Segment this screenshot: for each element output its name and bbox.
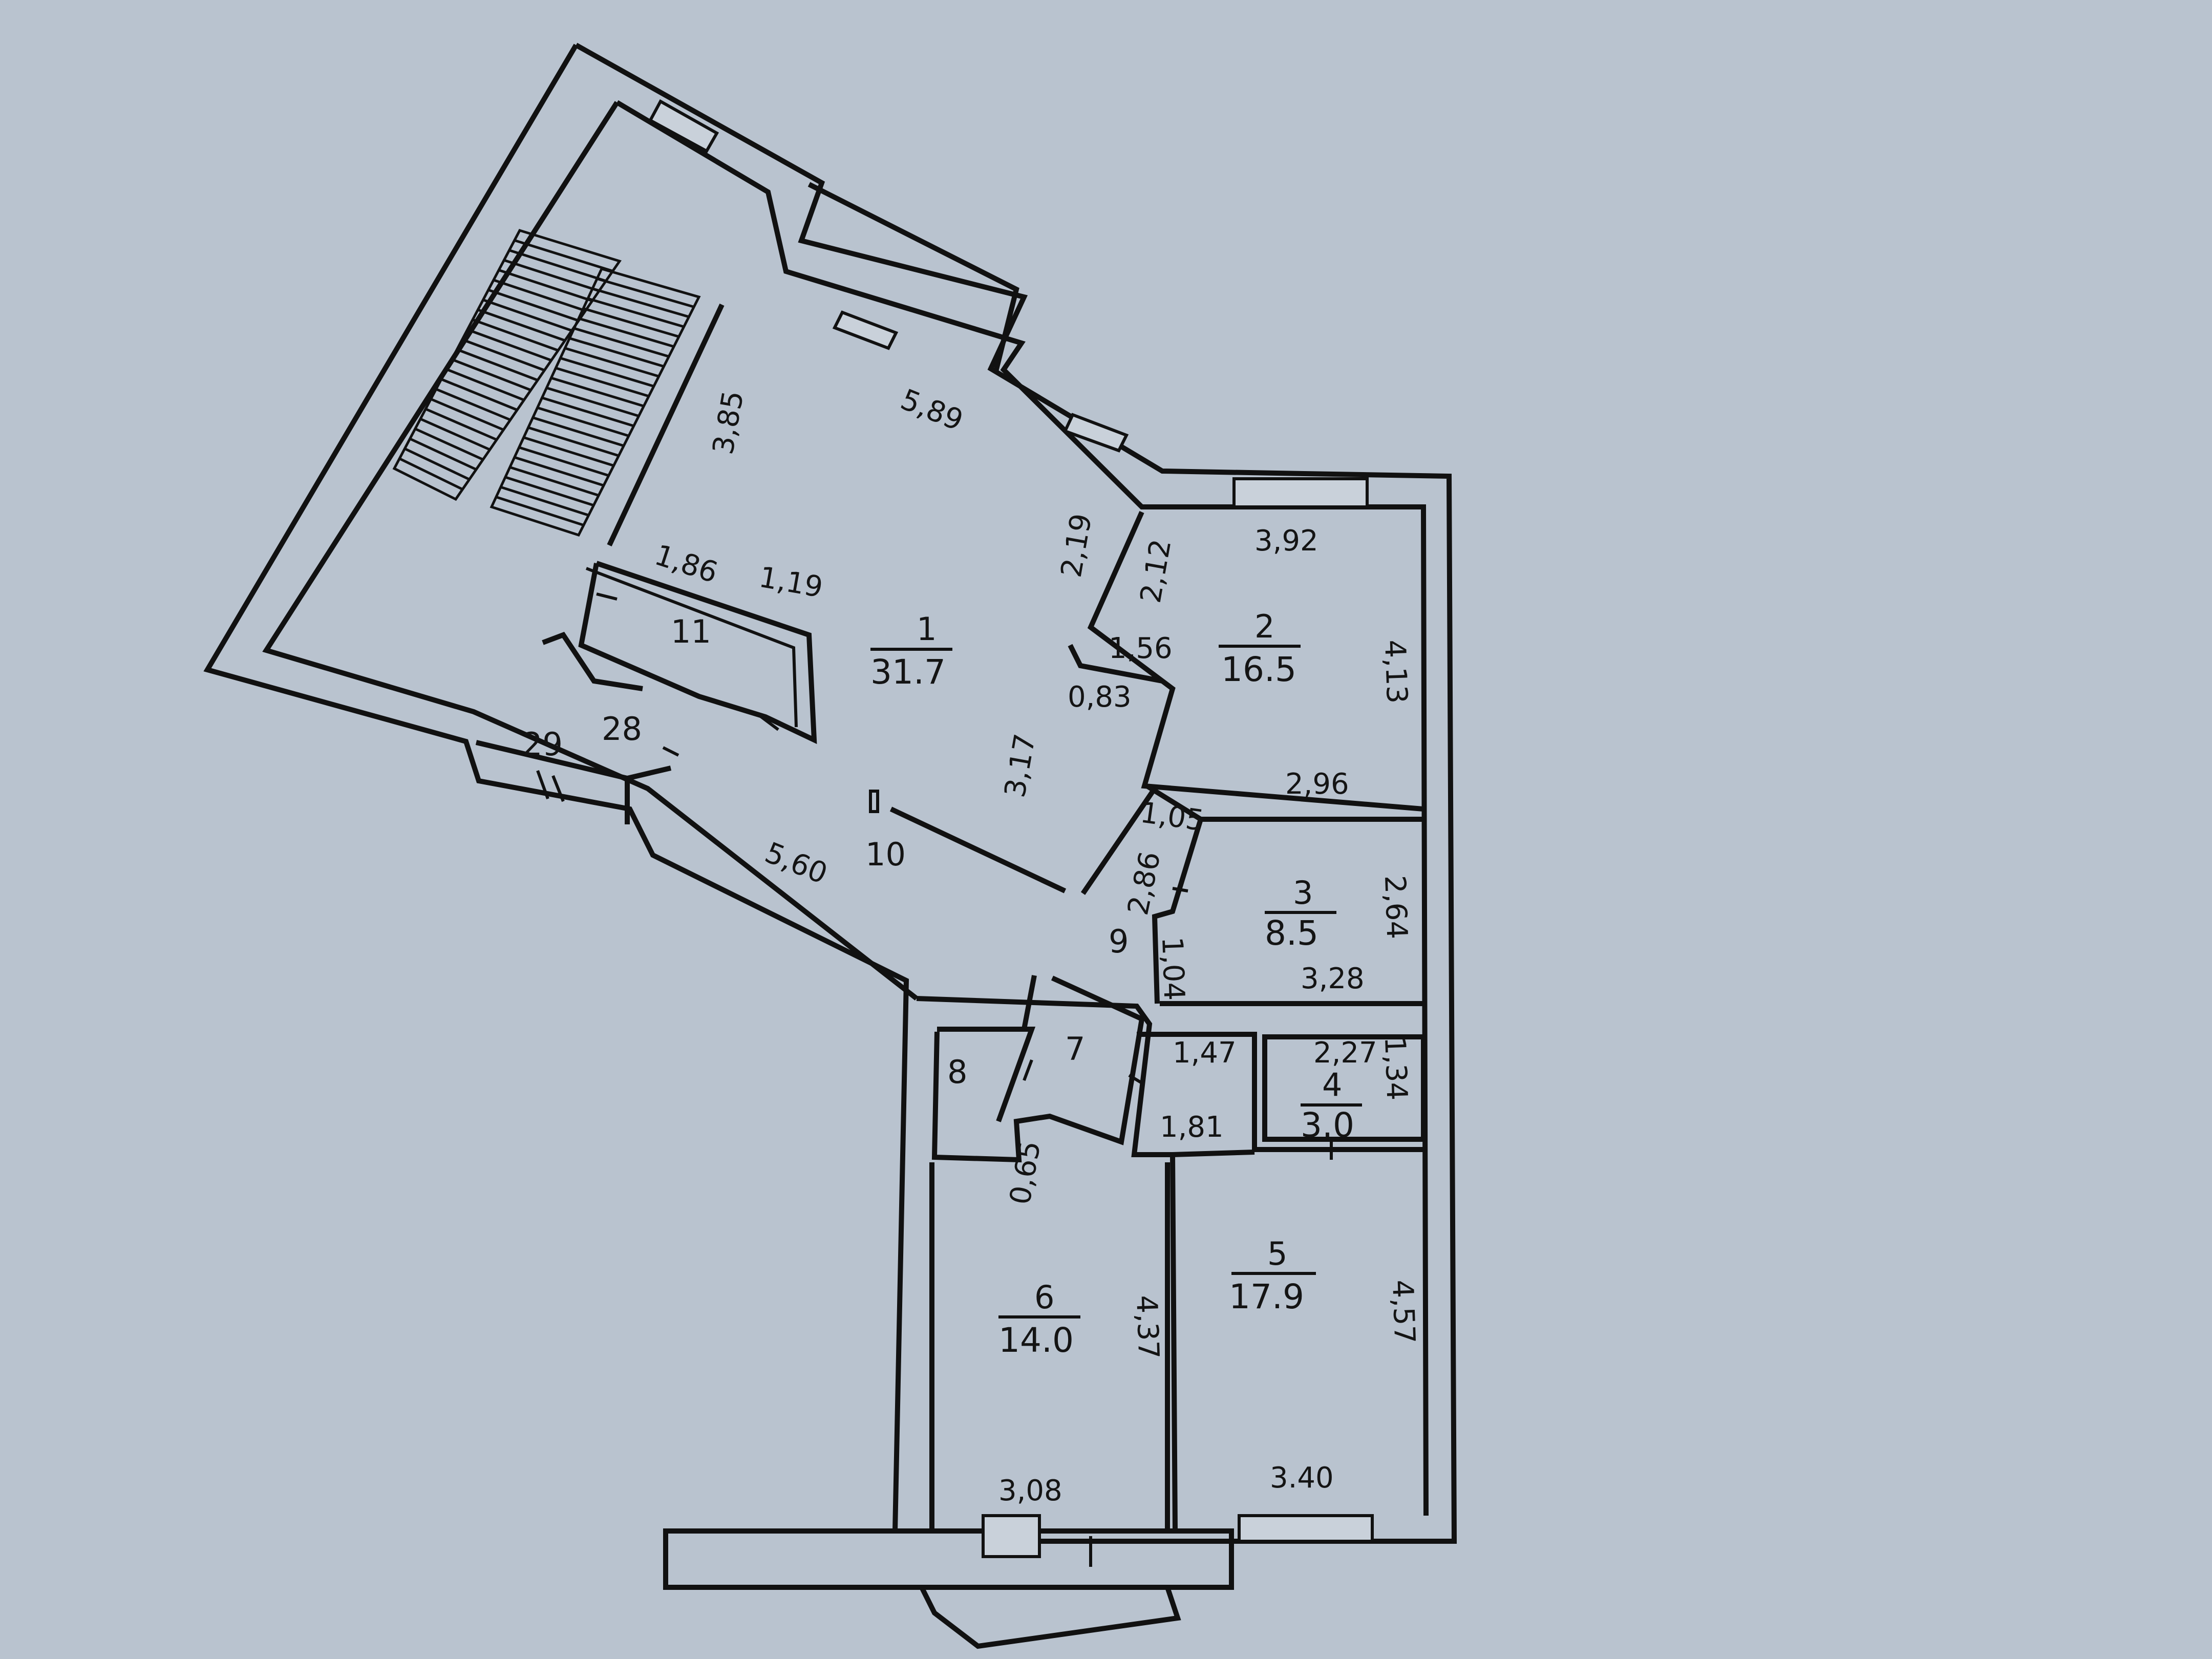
stair-tread xyxy=(461,338,545,372)
room-4-number: 4 xyxy=(1322,1066,1342,1103)
top-loggia xyxy=(807,182,1019,372)
dim-3-08: 3,08 xyxy=(998,1474,1062,1507)
stair-tread xyxy=(496,496,584,527)
room-2-number: 2 xyxy=(1254,608,1274,645)
dim-0-83: 0,83 xyxy=(1068,680,1132,714)
stair-tread xyxy=(435,388,511,421)
room-7-number: 7 xyxy=(1065,1030,1085,1068)
outer-walls xyxy=(203,42,1457,1544)
stair-tread xyxy=(560,356,654,388)
dim-1-81: 1,81 xyxy=(1160,1111,1224,1144)
stair-tread xyxy=(420,417,491,451)
stair-tread xyxy=(573,327,669,358)
room-5-area: 17.9 xyxy=(1229,1277,1304,1316)
stair-tread xyxy=(451,358,531,392)
stair-tread xyxy=(514,239,613,272)
room-3-number: 3 xyxy=(1293,874,1313,911)
stair-tread xyxy=(404,447,470,481)
stair-tread xyxy=(527,426,620,457)
room-9-number: 9 xyxy=(1109,923,1129,960)
dim-1-04: 1,04 xyxy=(1155,936,1190,1001)
stair-tread xyxy=(409,437,477,471)
dim-3-92: 3,92 xyxy=(1254,524,1318,558)
stair-tread xyxy=(546,387,640,417)
room-6-number: 6 xyxy=(1034,1279,1054,1316)
stair-tread xyxy=(550,376,645,408)
stair-tread xyxy=(514,456,604,487)
dim-1-56: 1,56 xyxy=(1109,632,1173,665)
room-1-number: 1 xyxy=(917,610,937,648)
stair-tread xyxy=(440,378,518,411)
stair-tread xyxy=(519,446,609,477)
dim-3-40: 3.40 xyxy=(1270,1461,1334,1495)
stair-tread xyxy=(523,436,614,467)
room-2-area: 16.5 xyxy=(1221,650,1296,689)
room-8-number: 8 xyxy=(947,1053,967,1091)
stair-tread xyxy=(425,408,497,441)
stair-tread xyxy=(477,308,566,342)
stair-tread xyxy=(446,368,525,401)
dim-4-37: 4,37 xyxy=(1130,1294,1165,1359)
stair-tread xyxy=(578,317,674,348)
stair-tread xyxy=(498,269,593,302)
stair-tread xyxy=(487,288,579,322)
stair-tread xyxy=(503,259,600,292)
dim-4-13: 4,13 xyxy=(1378,639,1413,704)
dimension-labels: 3,85 5,89 2,19 1,86 1,19 3,17 0,83 5,60 … xyxy=(651,383,1421,1507)
staircase xyxy=(392,229,701,537)
stair-tread xyxy=(472,318,559,352)
stair-tread xyxy=(493,279,586,312)
stair-tread xyxy=(505,476,594,507)
stair-tread xyxy=(537,406,629,437)
stair-tread xyxy=(509,466,599,497)
room-3-area: 8.5 xyxy=(1265,913,1318,953)
stair-tread xyxy=(482,299,572,332)
stair-tread xyxy=(532,416,624,448)
room-6-area: 14.0 xyxy=(998,1321,1074,1360)
dim-4-57: 4,57 xyxy=(1386,1279,1421,1344)
room-11-number: 11 xyxy=(671,613,711,650)
room-10-number: 10 xyxy=(865,836,906,873)
balcony xyxy=(663,1528,1234,1649)
stair-tread xyxy=(414,428,484,461)
dim-2-27: 2,27 xyxy=(1313,1036,1377,1070)
door-marks xyxy=(536,592,1333,1567)
room-1-area: 31.7 xyxy=(870,652,946,692)
dim-2-96: 2,96 xyxy=(1285,768,1349,801)
room-5-number: 5 xyxy=(1267,1235,1287,1272)
stair-tread xyxy=(399,457,463,491)
windows xyxy=(648,99,1374,1558)
stair-tread xyxy=(456,348,538,381)
stair-tread xyxy=(500,485,589,517)
stair-tread xyxy=(467,328,552,362)
dim-3-28: 3,28 xyxy=(1301,962,1365,995)
dim-1-34: 1,34 xyxy=(1378,1036,1413,1101)
room-4-area: 3.0 xyxy=(1301,1105,1354,1145)
stair-tread xyxy=(541,396,634,428)
interior-walls xyxy=(475,303,1426,1532)
stair-tread xyxy=(597,277,694,308)
stair-tread xyxy=(508,249,607,283)
stair-tread xyxy=(592,287,690,318)
stair-tread xyxy=(587,297,685,328)
stair-tread xyxy=(564,347,660,378)
dim-1-47: 1,47 xyxy=(1173,1036,1237,1070)
room-29-number: 29 xyxy=(522,726,563,763)
room-28-number: 28 xyxy=(602,710,642,748)
stair-tread xyxy=(555,367,649,398)
stair-tread xyxy=(430,398,504,431)
stair-tread xyxy=(569,337,665,368)
room-labels: 1 31.7 2 16.5 3 8.5 4 3.0 5 17.9 6 14.0 … xyxy=(522,608,1362,1360)
stair-tread xyxy=(583,307,679,338)
dim-2-64: 2,64 xyxy=(1378,875,1413,940)
